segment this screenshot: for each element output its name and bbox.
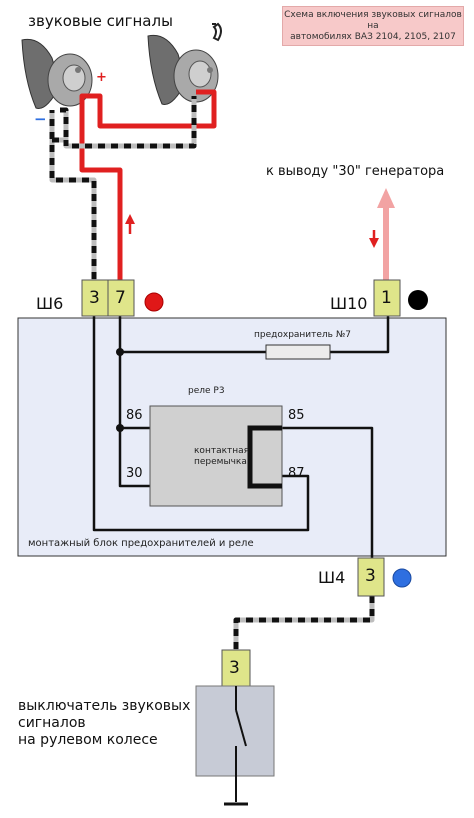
switch-label-line-3: на рулевом колесе xyxy=(18,732,158,748)
fuse-label: предохранитель №7 xyxy=(254,330,351,340)
black-dot-icon xyxy=(408,290,428,310)
junction-dot xyxy=(116,348,124,356)
switch-connector-pin3[interactable] xyxy=(221,649,251,687)
internal-wiring xyxy=(92,316,390,558)
connector-sh10-pin1[interactable] xyxy=(373,279,401,317)
relay-pin-85: 85 xyxy=(288,408,305,423)
sh6-pin7-label: 7 xyxy=(115,288,126,308)
ground-wires xyxy=(49,96,375,650)
sh6-pin3-label: 3 xyxy=(89,288,100,308)
relay-label: реле Р3 xyxy=(188,386,225,396)
connector-sh6-name: Ш6 xyxy=(36,294,64,313)
switch-label-line-2: сигналов xyxy=(18,715,86,731)
block-label: монтажный блок предохранителей и реле xyxy=(28,538,254,549)
relay-p3 xyxy=(149,405,283,507)
switch-contact-icon xyxy=(235,686,247,802)
positive-wires xyxy=(79,89,217,292)
title-line-2: автомобилях ВАЗ 2104, 2105, 2107 xyxy=(290,31,456,42)
relay-pin-30: 30 xyxy=(126,466,143,481)
contact-label-1: контактная xyxy=(194,446,250,456)
generator-wire xyxy=(377,188,395,280)
sh10-pin1-label: 1 xyxy=(381,288,392,308)
connector-sh4-name: Ш4 xyxy=(318,568,346,587)
contact-label-2: перемычка xyxy=(194,457,247,467)
switch-pin3-label: 3 xyxy=(229,658,240,678)
sh4-pin3-label: 3 xyxy=(365,566,376,586)
horn-right-icon xyxy=(147,34,219,106)
relay-pin-86: 86 xyxy=(126,408,143,423)
red-dot-icon xyxy=(144,292,164,312)
horn-left-icon xyxy=(21,38,93,110)
blue-dot-icon xyxy=(392,568,412,588)
title-line-1: Схема включения звуковых сигналов на xyxy=(284,9,462,31)
switch-label-line-1: выключатель звуковых xyxy=(18,698,191,714)
junction-dot xyxy=(116,424,124,432)
contact-jumper xyxy=(247,425,282,489)
minus-sign: − xyxy=(34,110,47,128)
horn-symbol-icon xyxy=(212,22,222,42)
fuse-7 xyxy=(265,344,331,360)
plus-sign: + xyxy=(96,70,107,85)
connector-sh10-name: Ш10 xyxy=(330,294,368,313)
connector-sh6-pin7[interactable] xyxy=(107,279,135,317)
title-box: Схема включения звуковых сигналов на авт… xyxy=(282,6,464,46)
connector-sh4-pin3[interactable] xyxy=(357,557,385,597)
relay-pin-87: 87 xyxy=(288,466,305,481)
generator-label: к выводу "30" генератора xyxy=(266,164,445,179)
horns-label: звуковые сигналы xyxy=(28,12,173,30)
current-arrow-up-icon xyxy=(125,214,135,234)
current-arrow-down-icon xyxy=(369,230,379,248)
